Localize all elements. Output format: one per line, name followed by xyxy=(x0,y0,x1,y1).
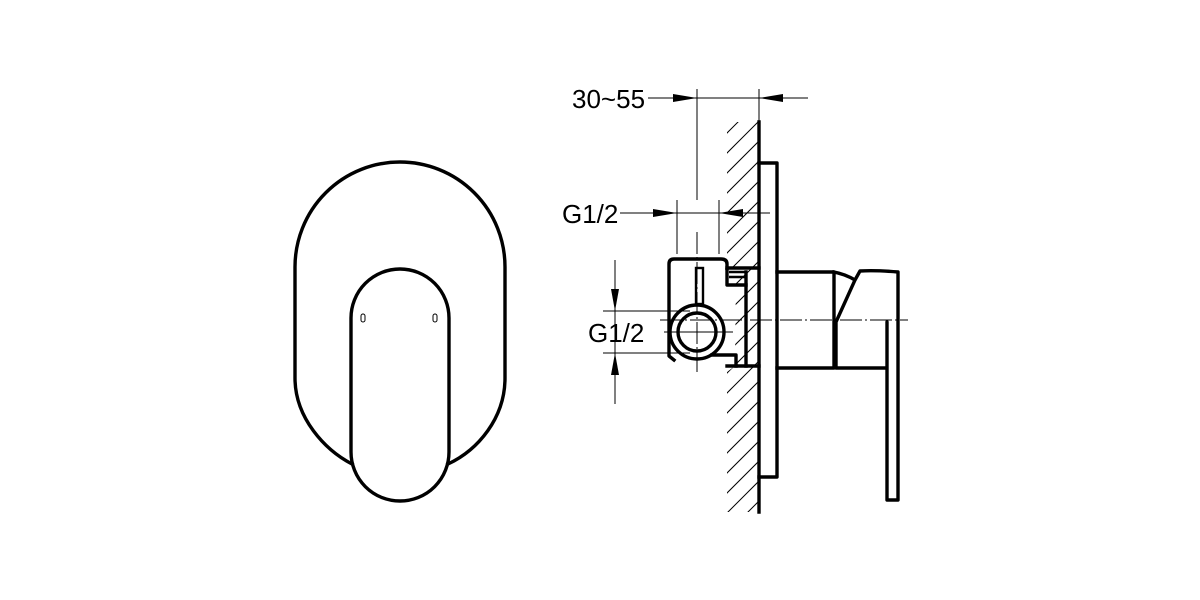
valve-body xyxy=(667,257,761,368)
lever-handle-side xyxy=(832,268,900,502)
cover-plate-outline xyxy=(293,160,507,467)
dimension-label-side-connection: G1/2 xyxy=(588,318,644,348)
side-view xyxy=(660,120,908,514)
dimension-side-connection: G1/2 xyxy=(588,260,690,404)
lever-handle-outline xyxy=(349,267,451,503)
dimension-wall-depth: 30~55 xyxy=(572,84,808,200)
cartridge-sleeve xyxy=(775,270,836,370)
front-view xyxy=(293,160,507,503)
dimension-label-top-connection: G1/2 xyxy=(562,199,618,229)
screw-hole-right xyxy=(432,313,438,323)
dimension-top-connection: G1/2 xyxy=(562,199,770,254)
dimension-label-wall-depth: 30~55 xyxy=(572,84,645,114)
screw-hole-left xyxy=(360,313,366,323)
